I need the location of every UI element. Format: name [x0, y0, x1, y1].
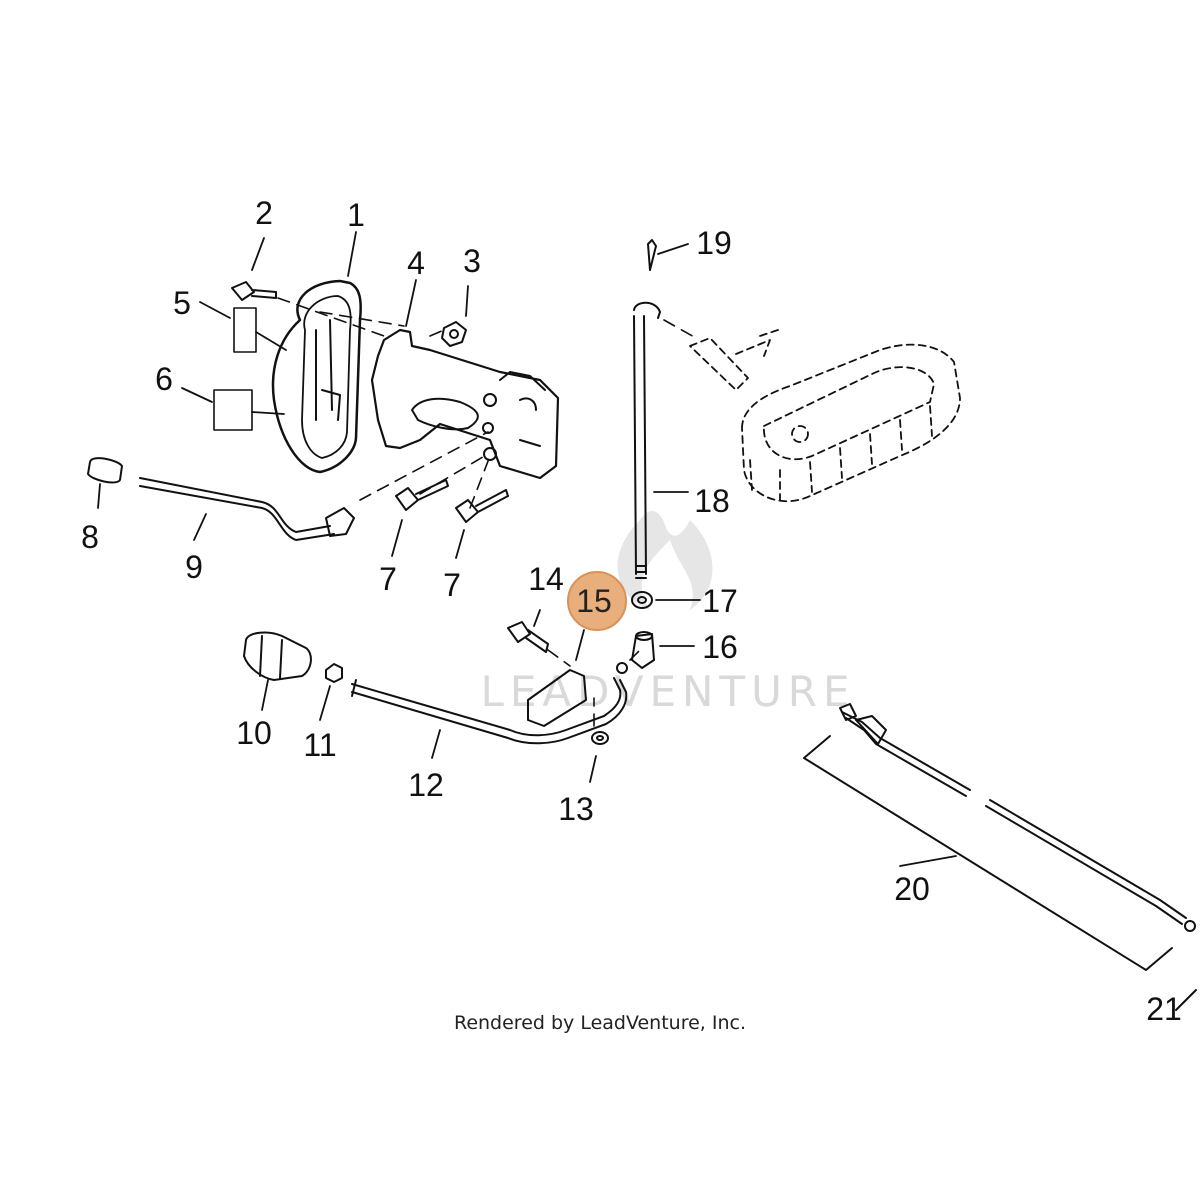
part-5-decal: [233, 307, 257, 353]
callout-2[interactable]: 2: [255, 195, 273, 231]
callout-9[interactable]: 9: [185, 549, 203, 585]
callout-8[interactable]: 8: [81, 519, 99, 555]
part-10-knob: [243, 631, 312, 681]
callout-5[interactable]: 5: [173, 285, 191, 321]
callout-10[interactable]: 10: [236, 715, 272, 751]
part-17-nut: [631, 591, 653, 609]
callout-7a[interactable]: 7: [379, 561, 397, 597]
part-12-shift-rod: [351, 669, 628, 745]
callout-7b[interactable]: 7: [443, 567, 461, 603]
watermark: LEADVENTURE: [480, 510, 855, 716]
part-6-decal: [213, 389, 253, 431]
callout-6[interactable]: 6: [155, 361, 173, 397]
part-9-lever-rod: [139, 477, 355, 541]
callout-19[interactable]: 19: [696, 225, 732, 261]
callout-13[interactable]: 13: [558, 791, 594, 827]
part-2-bolt: [231, 281, 277, 301]
part-21-leader: [1175, 989, 1197, 1011]
part-8-cap: [87, 457, 123, 484]
part-3-nut: [441, 321, 467, 347]
callout-18[interactable]: 18: [694, 483, 730, 519]
part-16-joint: [616, 631, 655, 674]
callout-3[interactable]: 3: [463, 243, 481, 279]
callout-21[interactable]: 21: [1146, 991, 1182, 1027]
part-4-bracket: [370, 328, 560, 480]
render-credit: Rendered by LeadVenture, Inc.: [453, 1012, 747, 1034]
callout-labels: 1 2 3 4 5 6 7 7 8 9 10 11 12 13 14 15 16…: [81, 195, 1182, 1027]
callout-15[interactable]: 15: [576, 583, 612, 619]
callout-17[interactable]: 17: [702, 583, 738, 619]
part-1-handle-cover: [271, 279, 362, 474]
callout-1[interactable]: 1: [347, 197, 365, 233]
part-20-cable: [803, 703, 1196, 971]
part-7b-screw: [455, 489, 509, 523]
part-18-rod: [633, 301, 661, 579]
part-13-washer: [591, 731, 609, 745]
part-19-pin: [647, 239, 657, 271]
highlight-marker-part-15: [567, 571, 627, 631]
callout-20[interactable]: 20: [894, 871, 930, 907]
callout-16[interactable]: 16: [702, 629, 738, 665]
callout-12[interactable]: 12: [408, 767, 444, 803]
callout-4[interactable]: 4: [407, 245, 425, 281]
watermark-text: LEADVENTURE: [480, 667, 855, 716]
part-14-bolt: [507, 621, 549, 653]
callout-leaders: [97, 231, 957, 867]
part-11-nut: [325, 663, 343, 683]
assembly-lines: [277, 297, 697, 727]
part-7a-screw: [395, 479, 449, 511]
phantom-engine-housing: [689, 329, 961, 502]
callout-14[interactable]: 14: [528, 561, 564, 597]
callout-11[interactable]: 11: [303, 727, 336, 763]
